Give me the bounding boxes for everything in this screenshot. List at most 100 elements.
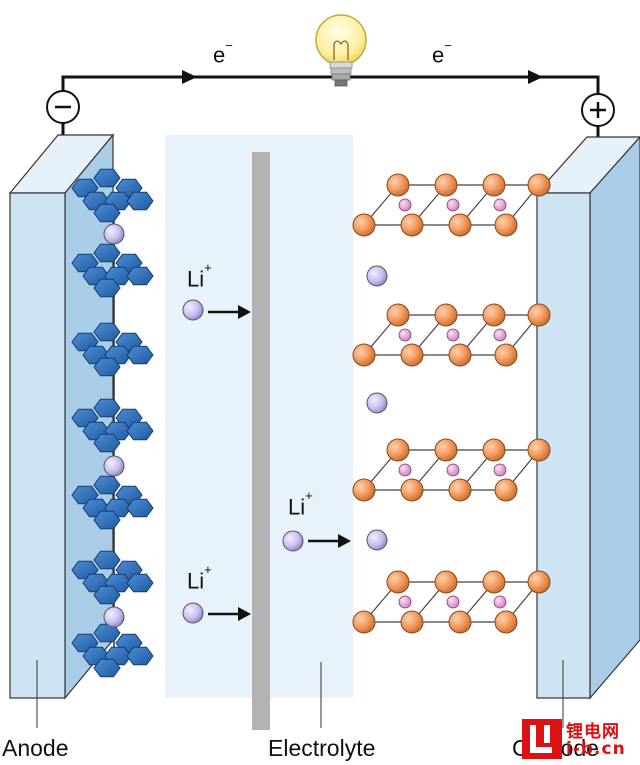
migrating-li-ion-1 xyxy=(182,299,251,321)
graphite-hexagon xyxy=(126,498,154,518)
metal-atom xyxy=(482,303,506,327)
metal-atom xyxy=(434,438,458,462)
metal-atom xyxy=(386,303,410,327)
arrow-icon xyxy=(528,70,543,84)
cathode-electrode xyxy=(535,136,640,728)
small-atom xyxy=(446,198,460,212)
small-atom xyxy=(493,463,507,477)
metal-atom xyxy=(448,478,472,502)
anode-label: Anode xyxy=(2,735,69,761)
li-ion-label-1: Li+ xyxy=(187,260,212,292)
graphite-sheet xyxy=(71,398,154,453)
electron-label-right: e− xyxy=(432,38,452,68)
arrow-icon xyxy=(238,305,251,319)
metal-atom xyxy=(482,438,506,462)
graphite-sheet xyxy=(71,623,154,678)
electron-symbol: e xyxy=(213,42,226,68)
cathode-li-ions xyxy=(366,265,388,551)
arrow-icon xyxy=(338,534,351,548)
arrow-icon xyxy=(238,607,251,621)
li-ion-label-3: Li+ xyxy=(187,562,212,594)
graphite-hexagon xyxy=(126,345,154,365)
li-ion xyxy=(366,265,388,287)
small-atom xyxy=(398,463,412,477)
small-atom xyxy=(493,328,507,342)
cathode-lattice-layer xyxy=(352,303,551,367)
small-atom xyxy=(446,595,460,609)
graphite-sheet xyxy=(71,550,154,605)
small-atom xyxy=(398,198,412,212)
metal-atom xyxy=(527,570,551,594)
graphite-hexagon xyxy=(93,433,121,453)
metal-atom xyxy=(434,173,458,197)
graphite-hexagon xyxy=(126,573,154,593)
li-ion xyxy=(103,606,125,628)
ion-charge: + xyxy=(204,562,212,577)
metal-atom xyxy=(527,438,551,462)
metal-atom xyxy=(527,303,551,327)
small-atom xyxy=(398,595,412,609)
graphite-sheet xyxy=(71,168,154,223)
graphite-hexagon xyxy=(126,646,154,666)
graphite-hexagon xyxy=(93,398,121,418)
graphite-hexagon xyxy=(93,510,121,530)
graphite-hexagon xyxy=(93,550,121,570)
ion-charge: + xyxy=(305,488,313,503)
graphite-hexagon xyxy=(126,421,154,441)
small-atom xyxy=(493,595,507,609)
graphite-sheet xyxy=(71,322,154,377)
graphite-hexagon xyxy=(93,357,121,377)
graphite-hexagon xyxy=(93,278,121,298)
small-atom xyxy=(446,328,460,342)
metal-atom xyxy=(434,570,458,594)
small-atom xyxy=(398,328,412,342)
ion-charge: + xyxy=(204,260,212,275)
electron-label-left: e− xyxy=(213,38,233,68)
ion-symbol: Li xyxy=(187,568,205,594)
metal-atom xyxy=(400,610,424,634)
metal-atom xyxy=(494,213,518,237)
li-ion xyxy=(103,455,125,477)
li-ion xyxy=(103,223,125,245)
metal-atom xyxy=(352,478,376,502)
ion-symbol: Li xyxy=(187,266,205,292)
watermark-line-2: i-b.cn xyxy=(566,739,626,759)
metal-atom xyxy=(386,173,410,197)
arrow-icon xyxy=(182,70,197,84)
metal-atom xyxy=(352,610,376,634)
watermark-line-1: 锂电网 xyxy=(566,722,620,742)
graphite-hexagon xyxy=(93,658,121,678)
electron-symbol: e xyxy=(432,42,445,68)
metal-atom xyxy=(400,213,424,237)
metal-atom xyxy=(352,213,376,237)
metal-atom xyxy=(400,343,424,367)
graphite-layers xyxy=(71,168,154,678)
li-ion-label-2: Li+ xyxy=(288,488,313,520)
graphite-hexagon xyxy=(93,168,121,188)
electron-charge: − xyxy=(225,38,233,53)
metal-atom xyxy=(448,610,472,634)
watermark-logo: 锂电网 i-b.cn xyxy=(520,715,638,763)
cathode-layers xyxy=(352,173,551,634)
li-ion xyxy=(366,392,388,414)
metal-atom xyxy=(494,610,518,634)
small-atom xyxy=(493,198,507,212)
cathode-lattice-layer xyxy=(352,570,551,634)
metal-atom xyxy=(400,478,424,502)
migrating-li-ion-2 xyxy=(182,602,251,624)
metal-atom xyxy=(448,213,472,237)
positive-terminal xyxy=(581,93,615,152)
graphite-sheet xyxy=(71,475,154,530)
graphite-hexagon xyxy=(126,191,154,211)
graphite-hexagon xyxy=(93,203,121,223)
metal-atom xyxy=(494,478,518,502)
separator xyxy=(252,152,270,730)
metal-atom xyxy=(482,570,506,594)
graphite-hexagon xyxy=(93,322,121,342)
migrating-li-ion-3 xyxy=(282,530,351,552)
metal-atom xyxy=(448,343,472,367)
anode-li-ions xyxy=(103,223,125,628)
metal-atom xyxy=(482,173,506,197)
graphite-hexagon xyxy=(126,266,154,286)
